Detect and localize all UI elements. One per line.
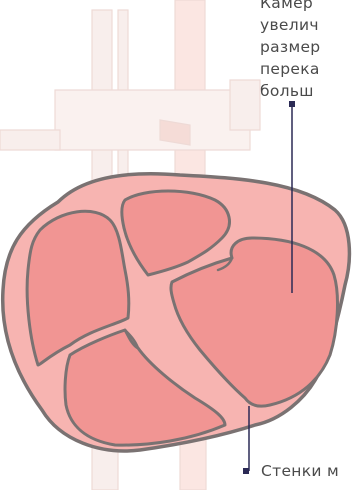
walls-label: Стенки м: [261, 462, 339, 480]
chambers-label-line-1: Камер: [260, 0, 360, 14]
chambers-label-line-3: размер: [260, 36, 360, 58]
chambers-label-line-5: больш: [260, 80, 360, 102]
chambers-label-line-4: перека: [260, 58, 360, 80]
chambers-label: Камер увелич размер перека больш: [260, 0, 360, 102]
chambers-label-line-2: увелич: [260, 14, 360, 36]
